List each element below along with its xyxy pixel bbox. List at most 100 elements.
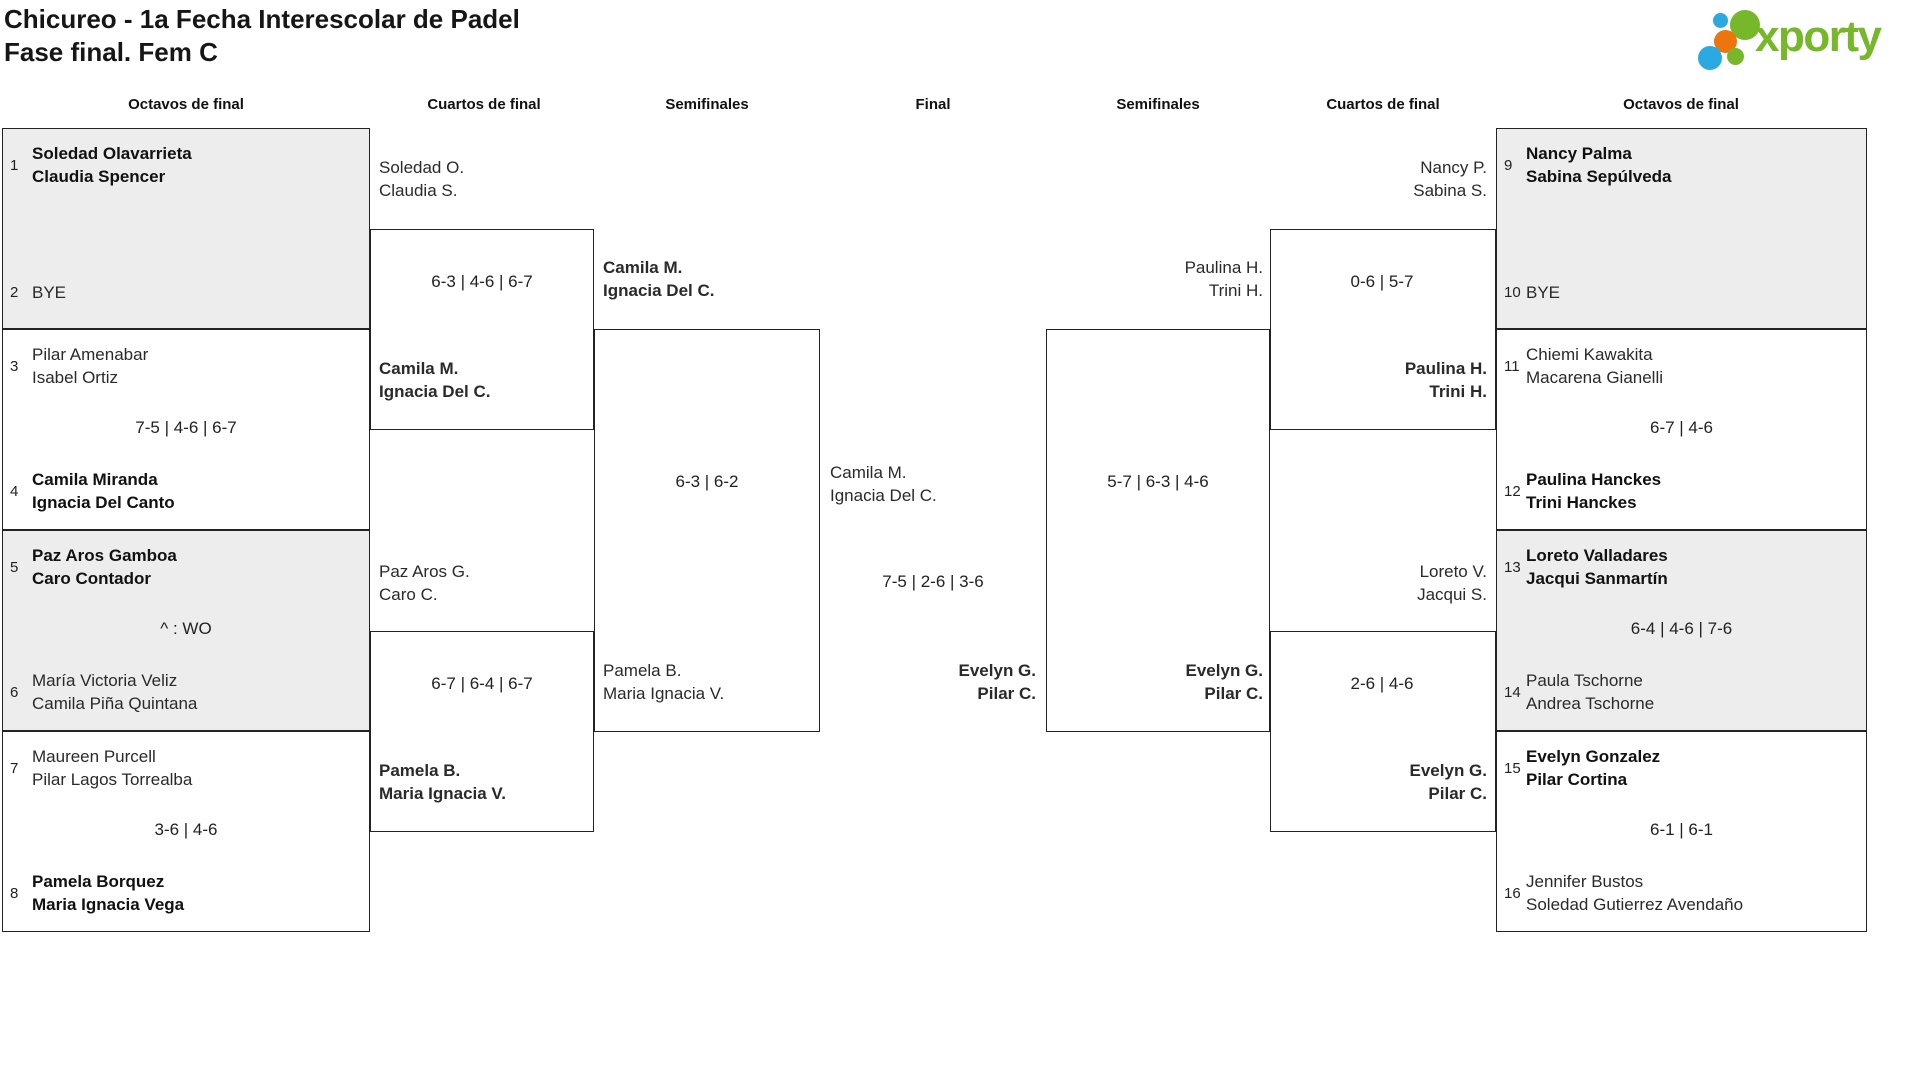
seed-number: 7 (10, 759, 19, 777)
match-score: 6-4 | 4-6 | 7-6 (1630, 619, 1733, 638)
bracket-entry: 5 Paz Aros Gamboa Caro Contador (10, 544, 363, 590)
match-box-octavos-5v6: 5 Paz Aros Gamboa Caro Contador ^ : WO 6… (2, 530, 370, 731)
match-score: ^ : WO (160, 619, 212, 638)
seed-number: 5 (10, 558, 19, 576)
team-name: María Victoria Veliz Camila Piña Quintan… (32, 671, 198, 713)
tournament-name: Chicureo - 1a Fecha Interescolar de Pade… (4, 4, 520, 34)
team-name: Evelyn Gonzalez Pilar Cortina (1526, 747, 1661, 789)
bracket-entry: 1 Soledad Olavarrieta Claudia Spencer (10, 142, 363, 188)
team-name: Chiemi Kawakita Macarena Gianelli (1526, 345, 1664, 387)
team-name: Camila M. Ignacia Del C. (603, 258, 715, 300)
match-score: 7-5 | 2-6 | 3-6 (882, 572, 984, 591)
bracket-entry: 4 Camila Miranda Ignacia Del Canto (10, 468, 363, 514)
match-box-octavos-15v16: 15 Evelyn Gonzalez Pilar Cortina 6-1 | 6… (1496, 731, 1867, 932)
match-score: 6-1 | 6-1 (1649, 820, 1713, 839)
seed-number: 8 (10, 884, 19, 902)
match-score: 6-7 | 4-6 (1649, 418, 1713, 437)
match-score: 0-6 | 5-7 (1350, 272, 1414, 291)
logo-dot-orange-icon (1714, 30, 1737, 53)
team-name: Paulina H. Trini H. (1404, 359, 1487, 401)
team-name: Pamela B. Maria Ignacia V. (603, 661, 725, 703)
team-name: Pilar Amenabar Isabel Ortiz (32, 345, 149, 387)
logo-dot-blue-large-icon (1698, 46, 1722, 70)
seed-number: 11 (1504, 357, 1520, 375)
team-name: Pamela Borquez Maria Ignacia Vega (32, 872, 185, 914)
seed-number: 4 (10, 482, 19, 500)
team-name: Nancy P. Sabina S. (1413, 158, 1487, 200)
team-name: BYE (32, 283, 67, 302)
team-name: Paz Aros Gamboa Caro Contador (32, 546, 177, 588)
team-name: Camila Miranda Ignacia Del Canto (32, 470, 175, 512)
team-name: Camila M. Ignacia Del C. (379, 359, 491, 401)
team-name: Soledad O. Claudia S. (379, 158, 465, 200)
seed-number: 14 (1504, 683, 1521, 701)
round-header-semis-left: Semifinales (665, 96, 749, 113)
team-name: Evelyn G. Pilar C. (958, 661, 1036, 703)
round-header-octavos-left: Octavos de final (128, 96, 244, 113)
match-box-octavos-11v12: 11 Chiemi Kawakita Macarena Gianelli 6-7… (1496, 329, 1867, 530)
match-rect-cuartos-left-1 (370, 229, 594, 430)
bracket-entry: 11 Chiemi Kawakita Macarena Gianelli (1504, 343, 1860, 389)
seed-number: 3 (10, 357, 19, 375)
round-header-octavos-right: Octavos de final (1623, 96, 1739, 113)
seed-number: 9 (1504, 156, 1513, 174)
match-rect-cuartos-right-1 (1270, 229, 1496, 430)
bracket-entry: 16 Jennifer Bustos Soledad Gutierrez Ave… (1504, 870, 1860, 916)
team-name: Loreto V. Jacqui S. (1417, 562, 1487, 604)
logo-dot-green-small-icon (1727, 48, 1744, 65)
bracket-entry: 7 Maureen Purcell Pilar Lagos Torrealba (10, 745, 363, 791)
team-name: Camila M. Ignacia Del C. (830, 463, 937, 505)
bracket-entry: 14 Paula Tschorne Andrea Tschorne (1504, 669, 1860, 715)
seed-number: 6 (10, 683, 19, 701)
bracket-entry: 2 BYE (10, 281, 363, 304)
seed-number: 13 (1504, 558, 1521, 576)
team-name: Nancy Palma Sabina Sepúlveda (1526, 144, 1672, 186)
match-score: 5-7 | 6-3 | 4-6 (1107, 472, 1209, 491)
match-box-octavos-1v2: 1 Soledad Olavarrieta Claudia Spencer 2 … (2, 128, 370, 329)
bracket-entry: 9 Nancy Palma Sabina Sepúlveda (1504, 142, 1860, 188)
bracket-entry: 3 Pilar Amenabar Isabel Ortiz (10, 343, 363, 389)
match-score: 2-6 | 4-6 (1350, 674, 1414, 693)
round-header-cuartos-right: Cuartos de final (1326, 96, 1440, 113)
match-box-octavos-13v14: 13 Loreto Valladares Jacqui Sanmartín 6-… (1496, 530, 1867, 731)
match-rect-cuartos-right-2 (1270, 631, 1496, 832)
match-score: 3-6 | 4-6 (154, 820, 218, 839)
team-name: Paula Tschorne Andrea Tschorne (1526, 671, 1655, 713)
round-header-semis-right: Semifinales (1116, 96, 1200, 113)
round-header-cuartos-left: Cuartos de final (427, 96, 541, 113)
seed-number: 15 (1504, 759, 1521, 777)
match-box-octavos-3v4: 3 Pilar Amenabar Isabel Ortiz 7-5 | 4-6 … (2, 329, 370, 530)
team-name: Soledad Olavarrieta Claudia Spencer (32, 144, 192, 186)
bracket-entry: 8 Pamela Borquez Maria Ignacia Vega (10, 870, 363, 916)
match-rect-semis-left (594, 329, 820, 732)
bracket-entry: 6 María Victoria Veliz Camila Piña Quint… (10, 669, 363, 715)
seed-number: 12 (1504, 482, 1521, 500)
page-title: Chicureo - 1a Fecha Interescolar de Pade… (4, 3, 520, 69)
match-box-octavos-7v8: 7 Maureen Purcell Pilar Lagos Torrealba … (2, 731, 370, 932)
match-score: 6-3 | 4-6 | 6-7 (431, 272, 533, 291)
seed-number: 16 (1504, 884, 1521, 902)
match-score: 6-7 | 6-4 | 6-7 (431, 674, 533, 693)
team-name: Evelyn G. Pilar C. (1185, 661, 1263, 703)
match-score: 6-3 | 6-2 (675, 472, 739, 491)
seed-number: 10 (1504, 284, 1521, 301)
team-name: Evelyn G. Pilar C. (1409, 761, 1487, 803)
team-name: Loreto Valladares Jacqui Sanmartín (1526, 546, 1668, 588)
seed-number: 1 (10, 156, 19, 174)
team-name: Paulina Hanckes Trini Hanckes (1526, 470, 1662, 512)
round-header-final: Final (915, 96, 951, 113)
match-score: 7-5 | 4-6 | 6-7 (135, 418, 237, 437)
match-box-octavos-9v10: 9 Nancy Palma Sabina Sepúlveda 10 BYE (1496, 128, 1867, 329)
team-name: BYE (1526, 283, 1561, 302)
xporty-wordmark: xporty (1755, 12, 1882, 61)
match-rect-semis-right (1046, 329, 1270, 732)
bracket-entry: 13 Loreto Valladares Jacqui Sanmartín (1504, 544, 1860, 590)
bracket-entry: 10 BYE (1504, 281, 1860, 304)
bracket-entry: 15 Evelyn Gonzalez Pilar Cortina (1504, 745, 1860, 791)
logo-dot-blue-small-icon (1713, 13, 1728, 28)
match-rect-cuartos-left-2 (370, 631, 594, 832)
team-name: Jennifer Bustos Soledad Gutierrez Avenda… (1526, 872, 1744, 914)
xporty-logo: xporty (1695, 5, 1920, 75)
bracket-entry: 12 Paulina Hanckes Trini Hanckes (1504, 468, 1860, 514)
